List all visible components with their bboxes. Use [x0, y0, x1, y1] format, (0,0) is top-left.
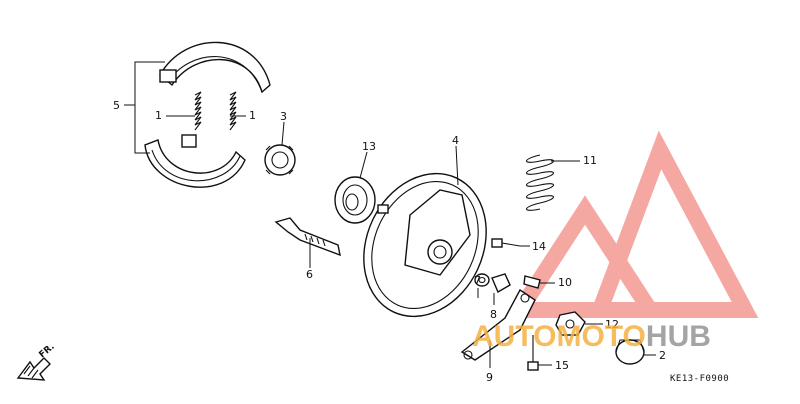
- watermark-text: AUTOMOTOHUB: [472, 320, 711, 353]
- coil-spring: [525, 154, 555, 211]
- watermark-text-part2: HUB: [646, 320, 711, 353]
- brake-cam-shaft: [274, 217, 341, 257]
- brake-panel: [363, 172, 487, 318]
- cam-gear: [264, 144, 296, 176]
- callout-4: 4: [452, 134, 459, 147]
- watermark-logo-icon: [505, 130, 759, 318]
- cap-nut-2: [615, 339, 645, 365]
- diagram-code: KE13-F0900: [670, 374, 729, 384]
- callout-9: 9: [486, 371, 493, 384]
- watermark-text-part1: AUTOMOTO: [472, 320, 646, 353]
- callout-11: 11: [583, 154, 597, 167]
- callout-1-left: 1: [155, 109, 162, 122]
- callout-3: 3: [280, 110, 287, 123]
- nut-12: [555, 311, 586, 336]
- direction-label: FR.: [38, 342, 57, 360]
- shoe-spring-left: [194, 91, 202, 131]
- callout-5: 5: [113, 99, 120, 112]
- wear-indicator-8: [491, 273, 511, 294]
- brake-arm: [460, 288, 536, 361]
- callout-7: 7: [474, 274, 481, 287]
- clip-10: [523, 275, 541, 289]
- brake-shoe-upper: [159, 41, 271, 94]
- leader-lines: [166, 115, 656, 368]
- shoe-bracket: [134, 61, 165, 154]
- callout-6: 6: [306, 268, 313, 281]
- callout-13: 13: [362, 140, 376, 153]
- callout-10: 10: [558, 276, 572, 289]
- washer-7: [474, 273, 490, 287]
- callout-1-right: 1: [249, 109, 256, 122]
- callout-14: 14: [532, 240, 546, 253]
- callout-12: 12: [605, 318, 619, 331]
- callout-15: 15: [555, 359, 569, 372]
- brake-shoe-lower: [144, 134, 246, 188]
- callout-2: 2: [659, 349, 666, 362]
- shoe-spring-right: [229, 91, 237, 131]
- bolt-14: [491, 238, 521, 248]
- direction-arrow-icon: [16, 357, 51, 381]
- callout-8: 8: [490, 308, 497, 321]
- oil-seal: [334, 176, 376, 224]
- bolt-15: [527, 335, 539, 371]
